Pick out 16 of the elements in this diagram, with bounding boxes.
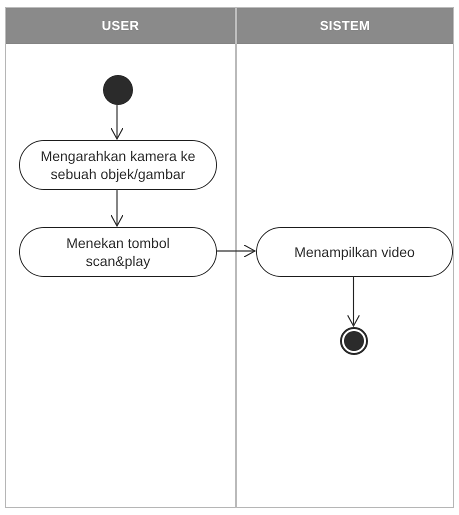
swimlane [236,7,454,508]
activity-box [19,227,217,277]
arrow [346,276,360,327]
activity-box [256,227,453,277]
arrow [216,244,256,258]
activity-label: Mengarahkan kamera ke sebuah objek/gambar [40,147,196,183]
arrow [110,189,124,227]
start-node [103,75,133,105]
activity-label: Menampilkan video [294,243,415,261]
swimlane [5,7,236,508]
lane-header: USER [6,8,235,44]
activity-box [19,140,217,190]
activity-label: Menekan tombol scan&play [65,234,171,270]
arrow [110,104,124,140]
lane-header: SISTEM [237,8,453,44]
end-node [340,327,368,355]
